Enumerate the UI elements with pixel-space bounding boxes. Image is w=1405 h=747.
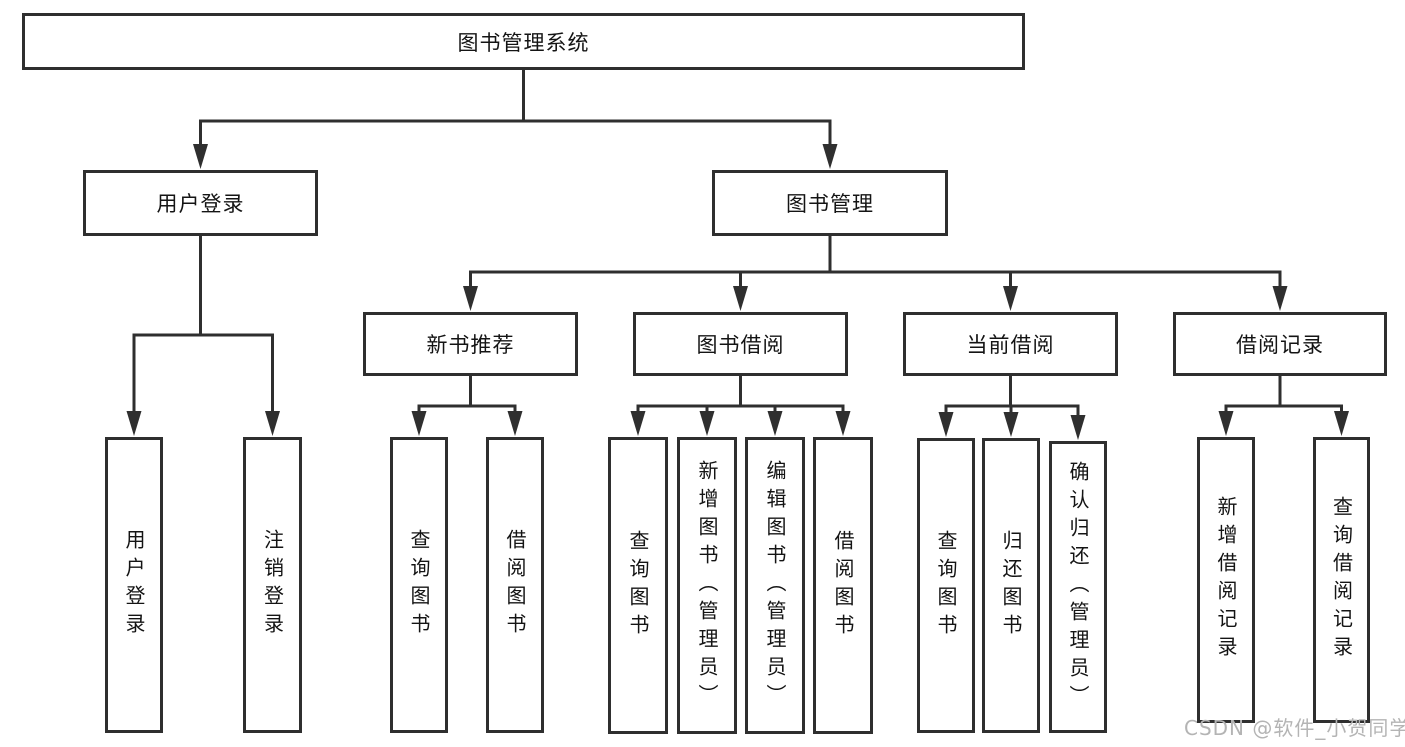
arrowhead-icon [1003,412,1019,437]
arrowhead-icon [463,286,478,311]
node-edit-book-admin: 编辑图书（管理员） [745,437,805,734]
node-query-books-2: 查询图书 [608,437,668,734]
node-add-book-admin: 新增图书（管理员） [677,437,737,734]
arrowhead-icon [193,144,208,169]
arrowhead-icon [1070,415,1086,440]
node-logout: 注销登录 [243,437,302,733]
node-new-book-rec: 新书推荐 [363,312,578,376]
arrowhead-icon [1003,286,1018,311]
watermark: CSDN @软件_小贺同学 [1184,716,1405,740]
arrowhead-icon [1334,411,1349,436]
arrowhead-icon [733,286,748,311]
arrowhead-icon [938,412,954,437]
node-root: 图书管理系统 [22,13,1025,70]
node-borrow-books-2: 借阅图书 [813,437,873,734]
arrowhead-icon [126,411,142,436]
node-user-login-op: 用户登录 [105,437,163,733]
node-query-books-3: 查询图书 [917,438,975,733]
arrowhead-icon [1218,411,1234,436]
node-add-borrow-record: 新增借阅记录 [1197,437,1255,723]
node-query-books-1: 查询图书 [390,437,448,733]
node-current-borrow: 当前借阅 [903,312,1118,376]
node-book-borrow: 图书借阅 [633,312,848,376]
arrowhead-icon [1272,286,1288,311]
arrowhead-icon [767,411,783,436]
node-borrow-books-1: 借阅图书 [486,437,544,733]
arrowhead-icon [699,411,715,436]
arrowhead-icon [411,411,427,436]
node-borrow-records: 借阅记录 [1173,312,1387,376]
arrowhead-icon [822,144,838,169]
node-book-mgmt: 图书管理 [712,170,948,236]
arrowhead-icon [630,411,646,436]
arrowhead-icon [265,411,280,436]
node-confirm-return-admin: 确认归还（管理员） [1049,441,1107,733]
node-user-login: 用户登录 [83,170,318,236]
node-query-borrow-record: 查询借阅记录 [1313,437,1370,723]
arrowhead-icon [835,411,851,436]
arrowhead-icon [507,411,523,436]
node-return-books: 归还图书 [982,438,1040,733]
